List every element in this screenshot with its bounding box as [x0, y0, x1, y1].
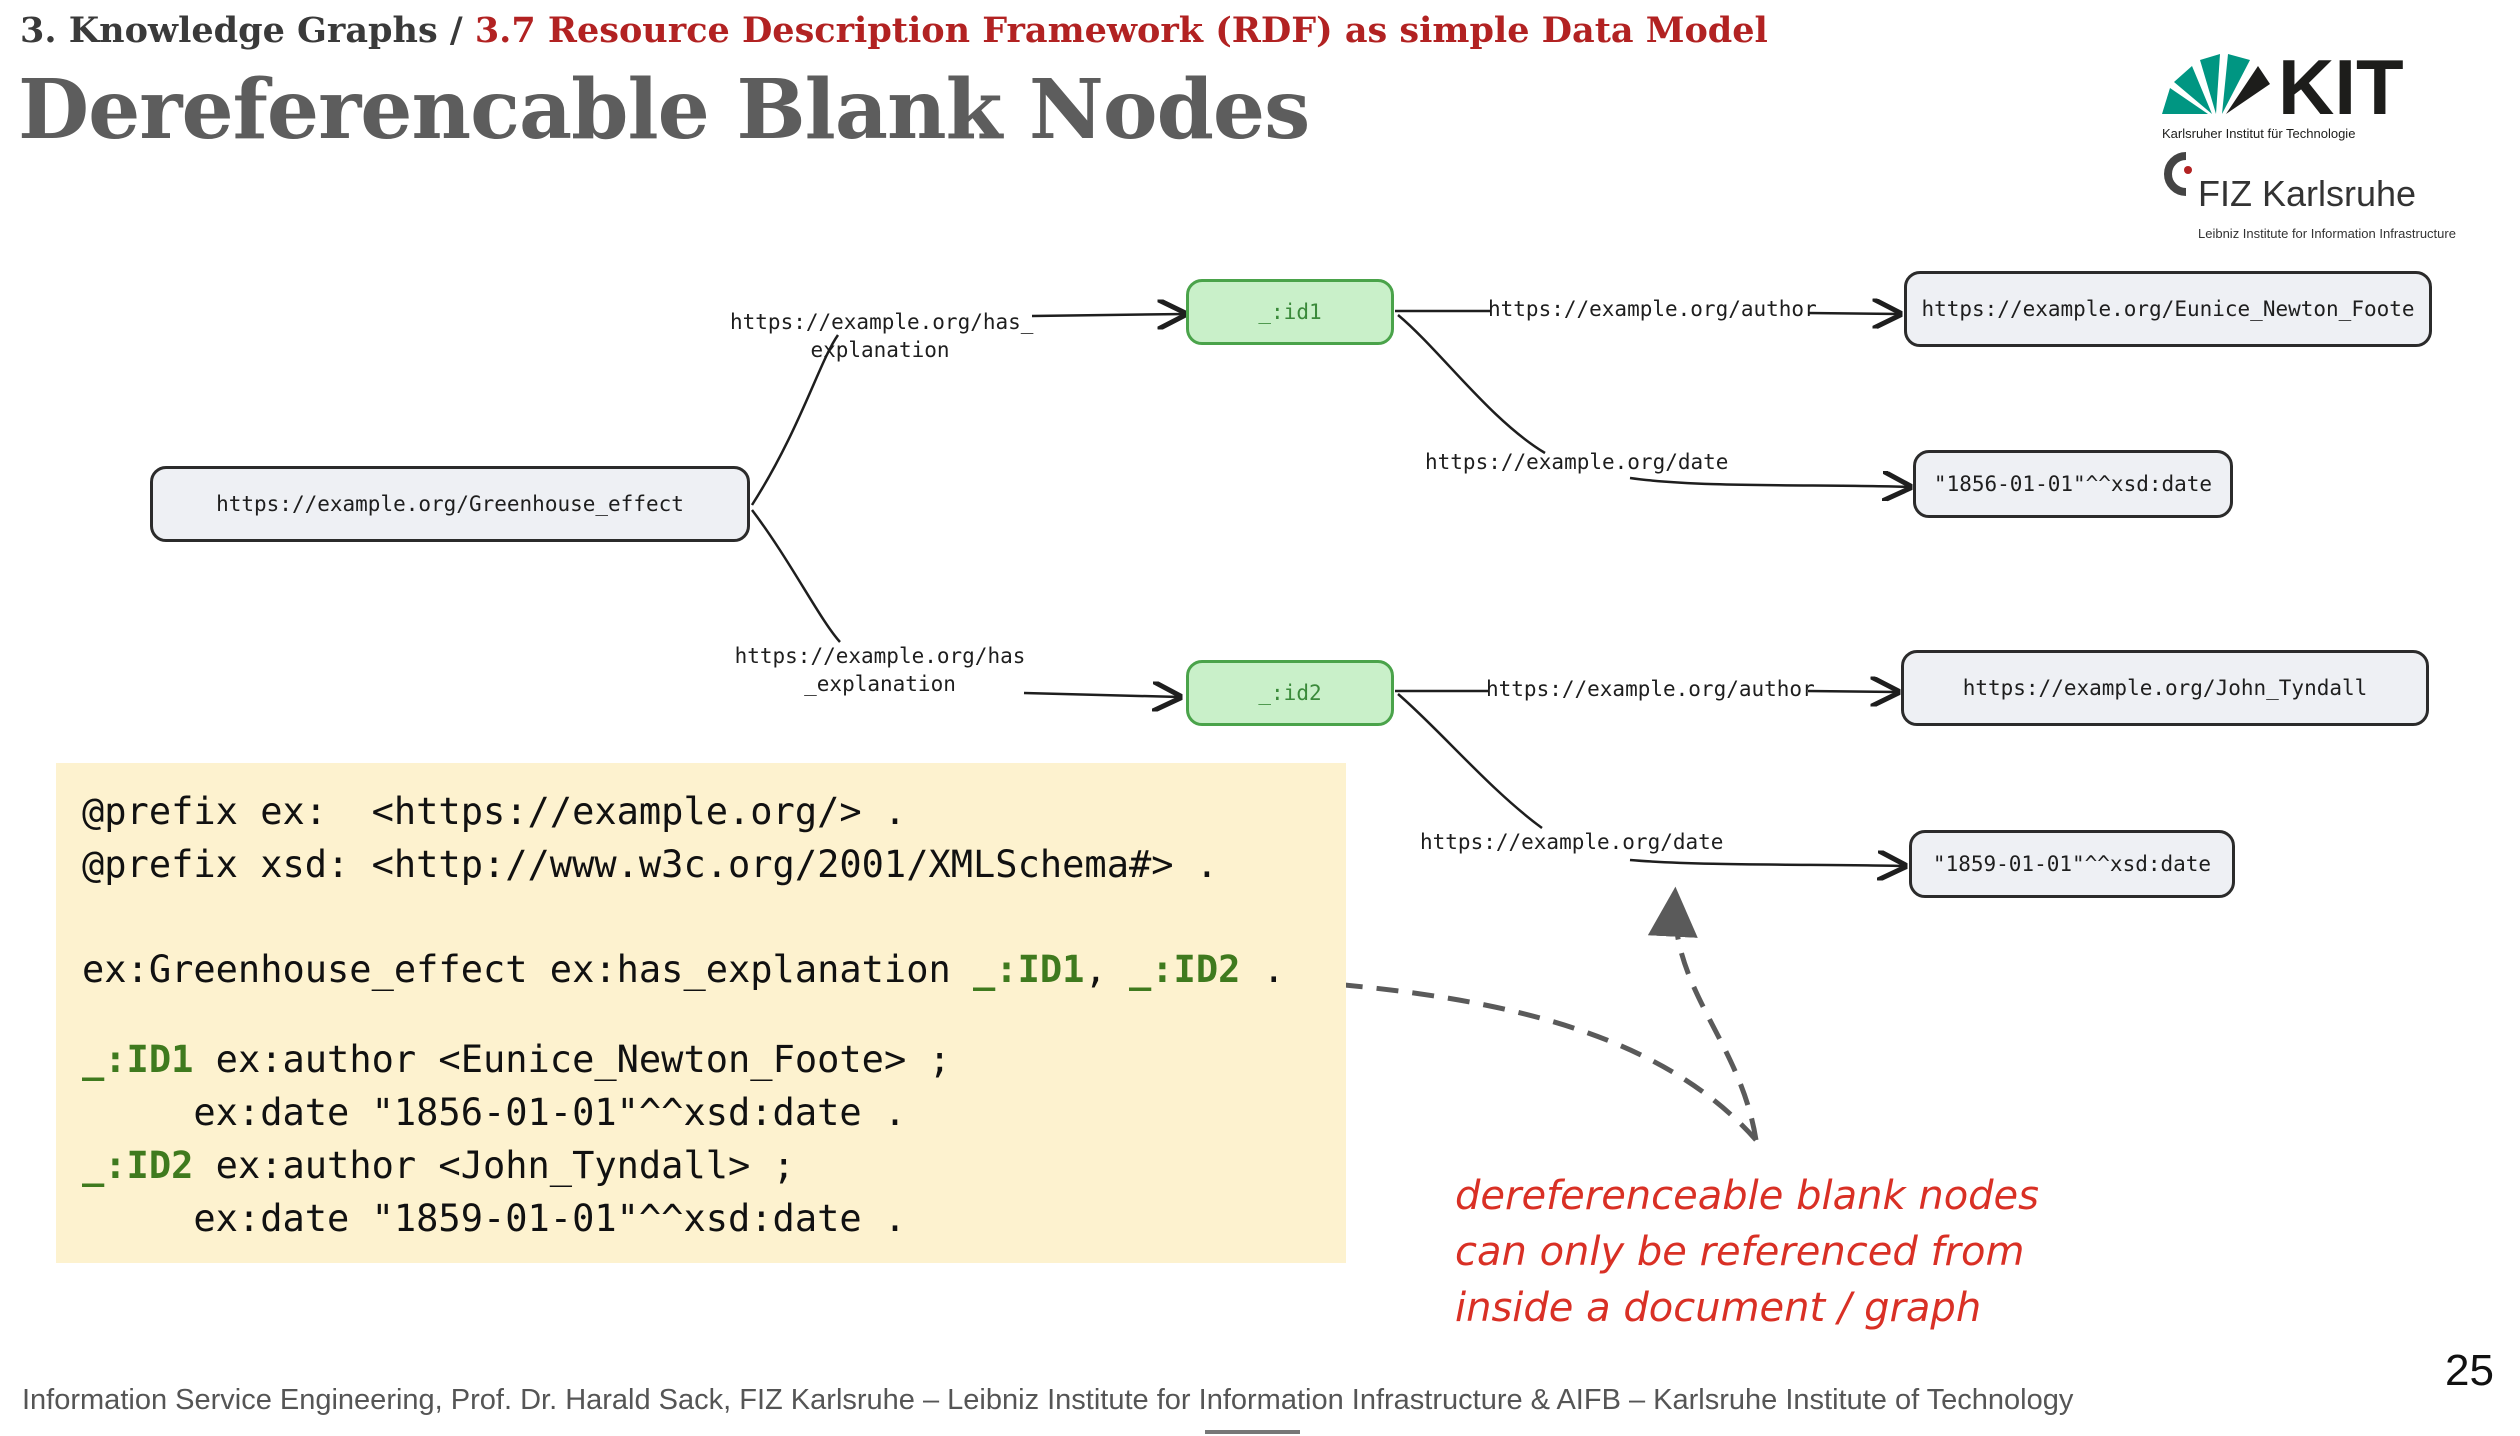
fiz-subtitle: Leibniz Institute for Information Infras… — [2198, 226, 2456, 241]
edge-label-author-1: https://example.org/author — [1488, 297, 1817, 321]
annotation-arrow-to-graph — [1647, 886, 1759, 1141]
code-text: ex:author <John_Tyndall> ; — [193, 1144, 795, 1187]
code-prefix-ex: @prefix ex: <https://example.org/> . — [82, 790, 907, 833]
edge-has-explanation-1-arrow — [1031, 314, 1185, 316]
node-eunice-newton-foote: https://example.org/Eunice_Newton_Foote — [1904, 271, 2432, 347]
kit-rays-icon — [2162, 54, 2270, 114]
annotation-line: can only be referenced from — [1455, 1229, 2025, 1275]
code-id1-author: _:ID1 ex:author <Eunice_Newton_Foote> ; — [82, 1038, 951, 1081]
annotation-line: inside a document / graph — [1455, 1285, 1982, 1331]
node-date-1856: "1856-01-01"^^xsd:date — [1913, 450, 2233, 518]
breadcrumb-section: 3. Knowledge Graphs / — [20, 10, 463, 51]
node-john-tyndall: https://example.org/John_Tyndall — [1901, 650, 2429, 726]
edge-author-1-arrow — [1807, 313, 1900, 314]
code-text: . — [1240, 948, 1285, 991]
kit-logo: KIT Karlsruher Institut für Technologie — [2162, 43, 2404, 141]
edge-label-has-explanation-1: https://example.org/has_ explanation — [730, 308, 1034, 364]
edge-label-date-2: https://example.org/date — [1420, 830, 1724, 854]
code-blank-id2: _:ID2 — [1129, 948, 1241, 991]
page-number: 25 — [2445, 1346, 2494, 1395]
annotation-note: dereferenceable blank nodes can only be … — [1455, 1168, 2095, 1336]
edge-has-explanation-1 — [750, 334, 840, 506]
code-prefix-xsd: @prefix xsd: <http://www.w3c.org/2001/XM… — [82, 843, 1219, 886]
node-greenhouse-effect: https://example.org/Greenhouse_effect — [150, 466, 750, 542]
breadcrumb-subsection: 3.7 Resource Description Framework (RDF)… — [474, 10, 1768, 51]
edge-label-has-explanation-2: https://example.org/has _explanation — [730, 642, 1030, 698]
page-title: Dereferencable Blank Nodes — [18, 62, 1310, 158]
turtle-code-box — [56, 763, 1346, 1263]
breadcrumb: 3. Knowledge Graphs / 3.7 Resource Descr… — [20, 10, 1768, 51]
footer-text: Information Service Engineering, Prof. D… — [22, 1384, 2074, 1416]
fiz-arc-icon — [2164, 152, 2187, 196]
annotation-line: dereferenceable blank nodes — [1455, 1173, 2040, 1219]
edge-has-explanation-2-arrow — [1023, 693, 1180, 697]
node-blank-id1: _:id1 — [1186, 279, 1394, 345]
node-blank-id2: _:id2 — [1186, 660, 1394, 726]
kit-subtitle: Karlsruher Institut für Technologie — [2162, 126, 2355, 141]
code-text: , — [1084, 948, 1129, 991]
edge-label-line: https://example.org/has — [734, 644, 1026, 668]
code-blank-id2: _:ID2 — [82, 1144, 194, 1187]
fiz-logo: FIZ Karlsruhe Leibniz Institute for Info… — [2164, 152, 2456, 241]
footer-divider — [1205, 1430, 1300, 1434]
code-blank-id1: _:ID1 — [82, 1038, 194, 1081]
node-date-1859: "1859-01-01"^^xsd:date — [1909, 830, 2235, 898]
code-blank-id1: _:ID1 — [973, 948, 1085, 991]
edge-date-1-arrow — [1629, 478, 1910, 487]
edge-label-date-1: https://example.org/date — [1425, 450, 1729, 474]
logos: KIT Karlsruher Institut für Technologie … — [2162, 43, 2456, 241]
code-id1-date: ex:date "1856-01-01"^^xsd:date . — [82, 1091, 907, 1134]
edge-author-2-arrow — [1807, 691, 1898, 692]
edge-date-2 — [1397, 693, 1543, 830]
edge-label-author-2: https://example.org/author — [1486, 677, 1815, 701]
code-has-explanation: ex:Greenhouse_effect ex:has_explanation … — [82, 948, 1285, 991]
fiz-wordmark: FIZ Karlsruhe — [2198, 173, 2416, 214]
code-id2-date: ex:date "1859-01-01"^^xsd:date . — [82, 1197, 907, 1240]
edge-date-2-arrow — [1629, 860, 1905, 866]
kit-wordmark: KIT — [2278, 43, 2404, 131]
code-text: ex:Greenhouse_effect ex:has_explanation — [82, 948, 974, 991]
edge-label-line: https://example.org/has_ — [730, 310, 1034, 334]
code-id2-author: _:ID2 ex:author <John_Tyndall> ; — [82, 1144, 795, 1187]
edge-has-explanation-2 — [751, 509, 841, 643]
code-text: ex:author <Eunice_Newton_Foote> ; — [193, 1038, 951, 1081]
edge-date-1 — [1397, 314, 1546, 455]
edge-label-line: explanation — [810, 338, 950, 362]
edge-label-line: _explanation — [804, 672, 956, 696]
